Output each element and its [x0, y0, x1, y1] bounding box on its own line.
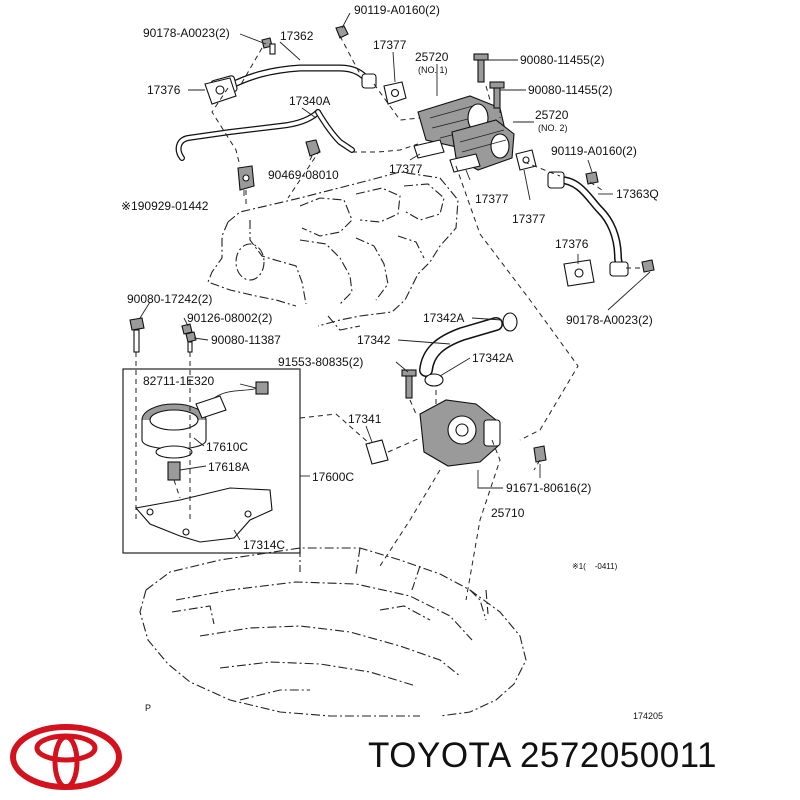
- bolt-90080-second: [489, 81, 505, 109]
- callout-90929-01442: ※190929-01442: [121, 199, 209, 213]
- figure-number: 174205: [633, 711, 663, 721]
- engine-block-outline: [139, 547, 527, 717]
- p-mark: P: [145, 703, 151, 713]
- callout-91553-80835: 91553-80835(2): [278, 355, 363, 369]
- callout-25720-no2-sub: (NO. 2): [538, 123, 568, 133]
- brand-caption: TOYOTA 2572050011: [368, 736, 718, 775]
- callout-90178-a0023-right: 90178-A0023(2): [566, 313, 653, 327]
- callout-17377-mid: 17377: [475, 192, 509, 206]
- callout-25720-no1: 25720: [415, 50, 449, 64]
- bolt-90080-17242: [129, 317, 145, 353]
- gasket-17377-a: [413, 139, 445, 159]
- intake-manifold-outline: [207, 171, 459, 331]
- pipe-17363Q: [547, 171, 629, 277]
- callout-90080-11455-top: 90080-11455(2): [520, 53, 605, 67]
- callout-91671-80616: 91671-80616(2): [506, 481, 591, 495]
- callout-90080-11455-second: 90080-11455(2): [528, 83, 613, 97]
- gasket-17377-top: [383, 81, 407, 105]
- gasket-17377-c: [515, 149, 537, 171]
- connector-82711: [213, 381, 269, 399]
- air-pump-assembly-frame: [122, 368, 301, 554]
- callout-17377-mid-left: 17377: [389, 162, 423, 176]
- callout-17618a: 17618A: [208, 460, 249, 474]
- callout-17342: 17342: [357, 333, 391, 347]
- callout-17314c: 17314C: [243, 538, 285, 552]
- callout-25720-no1-sub: (NO. 1): [418, 65, 448, 75]
- valve-90929: [237, 165, 255, 191]
- assembly-dash-lines: [135, 35, 644, 601]
- sensor-17618A: [167, 461, 181, 481]
- callout-17340a: 17340A: [289, 94, 330, 108]
- hose-17342: [419, 317, 503, 377]
- bolt-91671: [533, 445, 547, 463]
- clip-90469: [305, 139, 321, 157]
- hose-17340A: [175, 109, 355, 161]
- callout-25710: 25710: [491, 506, 525, 520]
- callout-17610c: 17610C: [206, 440, 248, 454]
- gasket-17376-right: [563, 259, 595, 287]
- footnote: ※1( -0411): [572, 562, 618, 571]
- callout-90119-a0160-top: 90119-A0160(2): [354, 3, 440, 17]
- callout-17341: 17341: [348, 412, 382, 426]
- nut-90119-right: [585, 171, 599, 185]
- callout-17377-top: 17377: [373, 38, 407, 52]
- valve-25710: [419, 399, 501, 467]
- callout-90178-a0023-top: 90178-A0023(2): [143, 26, 230, 40]
- bolt-90178-right: [641, 259, 655, 273]
- callout-90126-08002: 90126-08002(2): [187, 311, 272, 325]
- callout-90080-11387: 90080-11387: [211, 333, 281, 347]
- gasket-17377-b: [449, 153, 481, 173]
- leader-lines: [139, 12, 651, 541]
- callout-17342a-bottom: 17342A: [472, 351, 513, 365]
- clamp-17342A-bottom: [424, 373, 444, 387]
- bolt-91553: [401, 369, 417, 399]
- clamp-17342A-top: [502, 312, 518, 332]
- nut-90119-top: [335, 25, 349, 39]
- callout-17376-left: 17376: [147, 83, 181, 97]
- bolt-90080-top: [473, 53, 489, 83]
- callout-17600c: 17600C: [312, 470, 354, 484]
- callout-17342a-top: 17342A: [423, 311, 464, 325]
- callout-25720-no2: 25720: [535, 108, 569, 122]
- callout-90119-a0160-right: 90119-A0160(2): [551, 144, 637, 158]
- callout-17377-right: 17377: [512, 212, 546, 226]
- bolt-90080-11387: [185, 331, 197, 353]
- callout-17363q: 17363Q: [616, 187, 659, 201]
- callout-90080-17242: 90080-17242(2): [127, 292, 212, 306]
- callout-17362: 17362: [280, 29, 314, 43]
- callout-90469-08010: 90469-08010: [268, 168, 339, 182]
- toyota-logo: [10, 724, 122, 790]
- callout-82711-1e320: 82711-1E320: [143, 374, 215, 388]
- bracket-17314C: [134, 487, 273, 543]
- pipe-17341: [365, 439, 389, 465]
- gasket-17376-left: [204, 77, 237, 105]
- callout-17376-right: 17376: [555, 237, 589, 251]
- bolt-90178-top: [261, 37, 276, 55]
